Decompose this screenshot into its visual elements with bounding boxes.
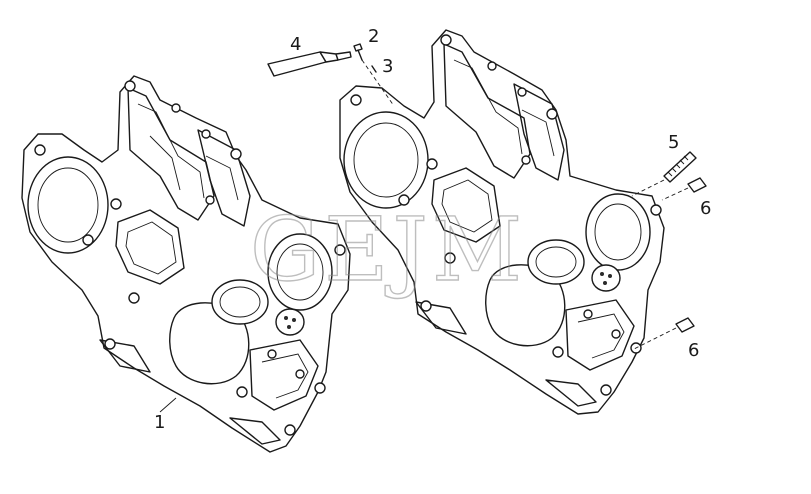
callout-6-lower: 6 <box>688 340 699 361</box>
callout-4: 4 <box>290 34 301 55</box>
housing-left <box>21 75 351 453</box>
stud-part-5 <box>631 151 697 197</box>
callout-5: 5 <box>668 132 679 153</box>
watermark: GEJM <box>250 198 526 301</box>
sealant-tube <box>267 51 352 77</box>
callout-3: 3 <box>382 56 393 77</box>
callout-6-upper: 6 <box>700 198 711 219</box>
bolt-bosses-right <box>350 34 662 396</box>
plug-part-6-lower <box>631 317 695 351</box>
bolt-bosses-left <box>34 80 346 436</box>
screw-part-2 <box>353 43 363 61</box>
callout-2: 2 <box>368 26 379 47</box>
plug-part-6-upper <box>661 177 707 201</box>
callout-1: 1 <box>154 412 165 433</box>
pin-part-3 <box>361 59 395 107</box>
leader-1 <box>159 397 177 413</box>
housing-right <box>339 29 665 415</box>
